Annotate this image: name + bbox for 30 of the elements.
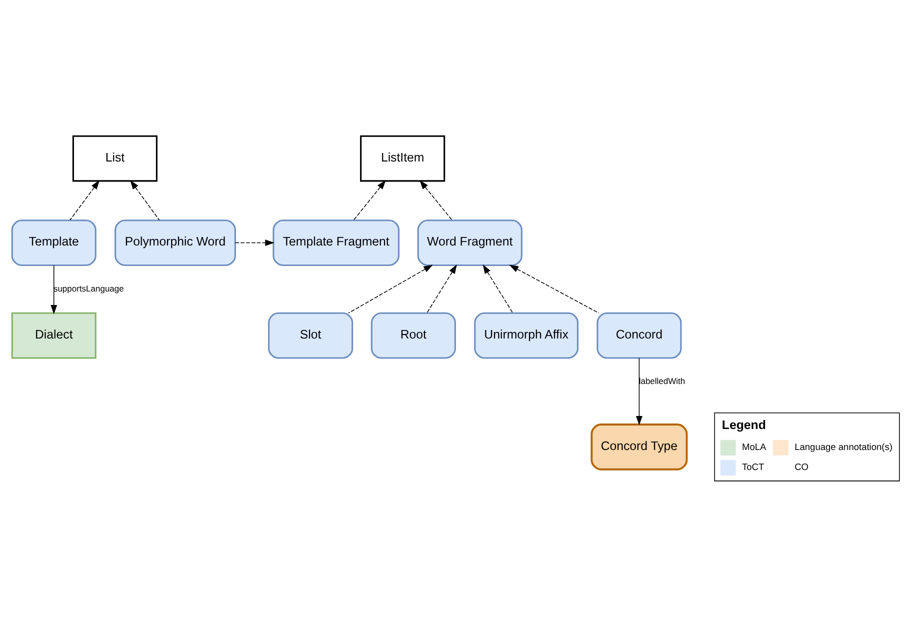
node-box: Template Fragment (272, 220, 400, 266)
node-box: Concord (596, 312, 682, 359)
edge-label: supportsLanguage (53, 283, 124, 294)
arrow (130, 180, 160, 221)
node-box: Concord Type (590, 424, 688, 470)
arrow (420, 180, 452, 221)
node-box: Template (11, 220, 96, 266)
legend-label: ToCT (742, 462, 764, 472)
legend-label: Language annotation(s) (794, 442, 892, 452)
edge-label: labelledWith (638, 376, 686, 386)
node-box: Dialect (11, 312, 96, 359)
arrow (348, 264, 433, 314)
arrow (636, 358, 642, 426)
arrow (509, 264, 600, 314)
node-box: Root (370, 312, 456, 359)
node-box: Polymorphic Word (114, 220, 236, 266)
label: Legend (722, 418, 766, 432)
arrow (234, 240, 274, 246)
arrow (426, 264, 457, 314)
legend-label: MoLA (742, 442, 766, 452)
arrow (353, 180, 386, 221)
legend-label: CO (794, 462, 809, 472)
arrow (70, 180, 100, 221)
node-box: Unirmorph Affix (474, 312, 578, 359)
node-box: List (72, 135, 158, 182)
arrow (50, 265, 58, 314)
node-box: Slot (268, 312, 354, 359)
arrow (482, 264, 514, 314)
node-box: Word Fragment (417, 220, 522, 266)
node-box: ListItem (360, 135, 446, 182)
